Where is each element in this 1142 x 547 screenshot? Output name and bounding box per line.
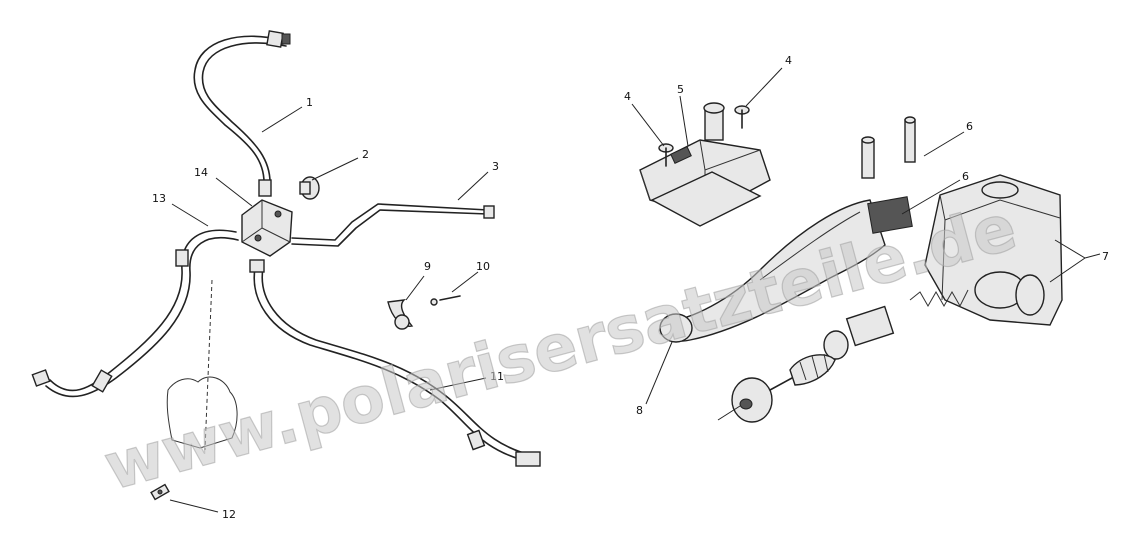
- watermark: www.polarisersatzteile.de: [96, 190, 1024, 506]
- callout-6-top: 6: [966, 120, 973, 133]
- leader-lines: [169, 67, 1101, 513]
- master-cylinder-assembly: [639, 102, 1063, 423]
- banjo-bolt-2: [299, 176, 320, 200]
- piston-spring: [823, 289, 969, 360]
- callout-13: 13: [152, 192, 166, 205]
- pin-6-a: [861, 136, 875, 179]
- callout-5: 5: [677, 83, 684, 96]
- callout-10: 10: [476, 260, 490, 273]
- hose-1: [193, 30, 291, 197]
- callout-11: 11: [490, 370, 504, 383]
- callout-9: 9: [424, 260, 431, 273]
- master-cylinder-body-7: [867, 174, 1063, 326]
- screw-4-right: [734, 105, 750, 129]
- reservoir-cap: [703, 102, 725, 141]
- bleeder-12: [150, 483, 170, 501]
- callout-8: 8: [636, 404, 643, 417]
- dust-boot: [789, 353, 836, 386]
- junction-block-14: [241, 199, 293, 257]
- callout-4-right: 4: [785, 54, 792, 67]
- clamp-9: [387, 299, 414, 330]
- watermark-text: www.polarisersatzteile.de: [97, 191, 1024, 506]
- callout-4-left: 4: [624, 90, 631, 103]
- end-cap: [731, 377, 793, 423]
- diaphragm: [650, 171, 762, 227]
- brake-lever-8: [659, 199, 886, 343]
- callout-2: 2: [362, 148, 369, 161]
- bolt-10: [430, 295, 461, 306]
- callout-3: 3: [492, 160, 499, 173]
- callout-1: 1: [306, 96, 313, 109]
- brake-line-assembly: [31, 30, 541, 501]
- hose-13: [31, 229, 239, 398]
- hose-11: [249, 259, 541, 467]
- callout-labels: 1 2 3 14 13 9 10 11 12 4 5 4 6 6 7 8: [152, 54, 1109, 521]
- callout-14: 14: [194, 166, 208, 179]
- callout-12: 12: [222, 508, 236, 521]
- pin-6-b: [904, 116, 916, 163]
- mounting-bracket: [166, 279, 238, 451]
- screw-4-left: [658, 143, 674, 167]
- callout-7: 7: [1102, 250, 1109, 263]
- brake-line-3: [291, 203, 495, 247]
- callout-6-mid: 6: [962, 170, 969, 183]
